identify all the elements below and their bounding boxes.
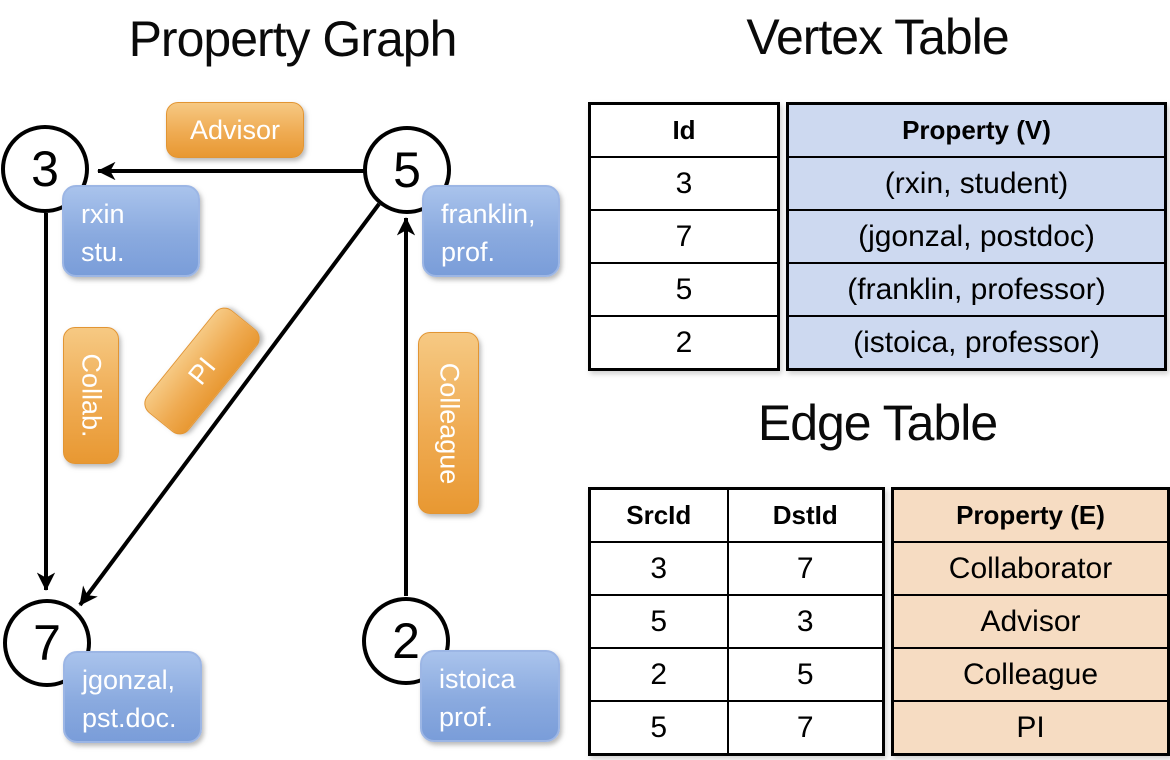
node-5-id: 5 — [393, 142, 421, 198]
table-row: Collaborator — [891, 541, 1170, 596]
table-row: (istoica, professor) — [786, 315, 1167, 371]
vertex-box-istoica: istoica prof. — [420, 650, 560, 742]
vertex-id-cell: 3 — [588, 156, 780, 211]
vertex-property-header: Property (V) — [786, 102, 1167, 158]
vertex-box-jgonzal: jgonzal, pst.doc. — [63, 651, 202, 743]
edge-dstid-header: DstId — [726, 487, 885, 543]
vertex-box-rxin-line1: rxin — [81, 199, 125, 229]
vertex-box-jgonzal-line1: jgonzal, — [82, 665, 176, 695]
graph-edges-svg — [36, 161, 416, 607]
edge-property-cell: Advisor — [891, 594, 1170, 649]
edge-table: SrcId DstId 3 7 5 3 2 5 5 7 Property (E) — [588, 487, 1170, 756]
edge-label-pi-text: PI — [181, 351, 222, 391]
vertex-table: Id 3 7 5 2 Property (V) (rxin, student) … — [588, 102, 1167, 371]
table-row: Advisor — [891, 594, 1170, 649]
edge-label-colleague-text: Colleague — [434, 362, 464, 484]
vertex-box-franklin-line1: franklin, — [441, 199, 536, 229]
vertex-table-id-column: Id 3 7 5 2 — [588, 102, 780, 371]
table-row: PI — [891, 700, 1170, 756]
table-row: 7 — [588, 209, 780, 264]
vertex-box-istoica-line1: istoica — [439, 664, 516, 694]
node-2-id: 2 — [392, 613, 420, 669]
edge-arrow-5-to-7 — [78, 202, 381, 607]
edge-property-cell: Collaborator — [891, 541, 1170, 596]
vertex-box-franklin-line2: prof. — [441, 237, 496, 267]
tables-panel: Vertex Table Id 3 7 5 2 Property (V) (rx… — [588, 0, 1170, 760]
table-row: 5 3 — [588, 594, 885, 649]
edge-table-property-column: Property (E) Collaborator Advisor Collea… — [891, 487, 1170, 756]
vertex-table-header-row: Property (V) — [786, 102, 1167, 158]
node-7-id: 7 — [33, 615, 61, 671]
edge-label-advisor: Advisor — [166, 102, 304, 158]
table-row: (rxin, student) — [786, 156, 1167, 211]
table-row: Colleague — [891, 647, 1170, 702]
vertex-id-cell: 2 — [588, 315, 780, 371]
edge-srcid-cell: 3 — [588, 541, 729, 596]
graph-node-5: 5 — [363, 126, 451, 214]
edge-dstid-cell: 7 — [726, 700, 885, 756]
edge-dstid-cell: 7 — [726, 541, 885, 596]
edge-label-collab: Collab. — [63, 327, 119, 464]
table-row: 5 — [588, 262, 780, 317]
edge-table-id-columns: SrcId DstId 3 7 5 3 2 5 5 7 — [588, 487, 885, 756]
edge-srcid-cell: 5 — [588, 700, 729, 756]
vertex-box-rxin: rxin stu. — [62, 185, 200, 277]
vertex-table-title: Vertex Table — [746, 9, 1009, 65]
edge-property-header: Property (E) — [891, 487, 1170, 543]
vertex-table-property-column: Property (V) (rxin, student) (jgonzal, p… — [786, 102, 1167, 371]
edge-srcid-cell: 2 — [588, 647, 729, 702]
table-row: 2 — [588, 315, 780, 371]
edge-dstid-cell: 3 — [726, 594, 885, 649]
graph-node-2: 2 — [362, 597, 450, 685]
table-row: 3 7 — [588, 541, 885, 596]
property-graph-title: Property Graph — [128, 11, 458, 67]
edge-table-title: Edge Table — [757, 395, 998, 451]
vertex-box-jgonzal-line2: pst.doc. — [82, 703, 177, 733]
edge-srcid-header: SrcId — [588, 487, 729, 543]
edge-property-cell: PI — [891, 700, 1170, 756]
edge-dstid-cell: 5 — [726, 647, 885, 702]
edge-label-advisor-text: Advisor — [189, 114, 281, 145]
table-row: 5 7 — [588, 700, 885, 756]
vertex-property-cell: (istoica, professor) — [786, 315, 1167, 371]
edge-label-colleague: Colleague — [418, 332, 479, 514]
edge-table-header-row: Property (E) — [891, 487, 1170, 543]
vertex-table-header-row: Id — [588, 102, 780, 158]
property-graph-panel: Property Graph 3 5 7 2 Advisor Collab. P… — [1, 11, 560, 743]
table-row: (jgonzal, postdoc) — [786, 209, 1167, 264]
vertex-box-rxin-line2: stu. — [81, 237, 125, 267]
table-row: 3 — [588, 156, 780, 211]
vertex-id-cell: 7 — [588, 209, 780, 264]
vertex-property-cell: (jgonzal, postdoc) — [786, 209, 1167, 264]
edge-table-header-row: SrcId DstId — [588, 487, 885, 543]
edge-label-collab-text: Collab. — [76, 353, 107, 438]
edge-srcid-cell: 5 — [588, 594, 729, 649]
vertex-property-cell: (rxin, student) — [786, 156, 1167, 211]
table-row: (franklin, professor) — [786, 262, 1167, 317]
edge-property-cell: Colleague — [891, 647, 1170, 702]
vertex-box-istoica-line2: prof. — [439, 702, 494, 732]
node-3-id: 3 — [31, 141, 59, 197]
vertex-property-cell: (franklin, professor) — [786, 262, 1167, 317]
table-row: 2 5 — [588, 647, 885, 702]
vertex-id-header: Id — [588, 102, 780, 158]
vertex-box-franklin: franklin, prof. — [422, 185, 560, 277]
vertex-id-cell: 5 — [588, 262, 780, 317]
